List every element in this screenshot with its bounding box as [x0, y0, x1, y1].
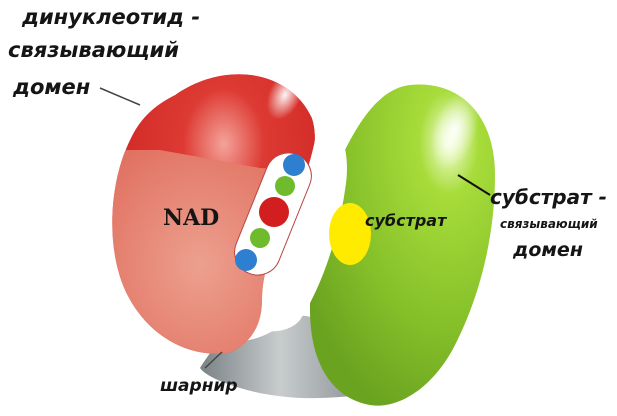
- nad-green-bead-top: [275, 176, 295, 196]
- substrate-domain-label-line3: домен: [513, 241, 583, 260]
- dinucleotide-label-line1: динуклеотид -: [22, 7, 200, 28]
- nad-blue-bead-top: [283, 154, 305, 176]
- nad-red-bead: [259, 197, 289, 227]
- dinucleotide-leader-line: [100, 88, 140, 105]
- substrate-inner-label: субстрат: [365, 213, 446, 229]
- nad-label: NAD: [163, 207, 219, 229]
- nad-blue-bead-bottom: [235, 249, 257, 271]
- nad-green-bead-bottom: [250, 228, 270, 248]
- dinucleotide-label-line3: домен: [13, 77, 90, 98]
- hinge-label: шарнир: [160, 378, 238, 395]
- dinucleotide-label-line2: связывающий: [8, 40, 179, 61]
- substrate-domain-label-line1: субстрат -: [490, 187, 607, 207]
- substrate-domain-label-line2: связывающий: [500, 218, 598, 230]
